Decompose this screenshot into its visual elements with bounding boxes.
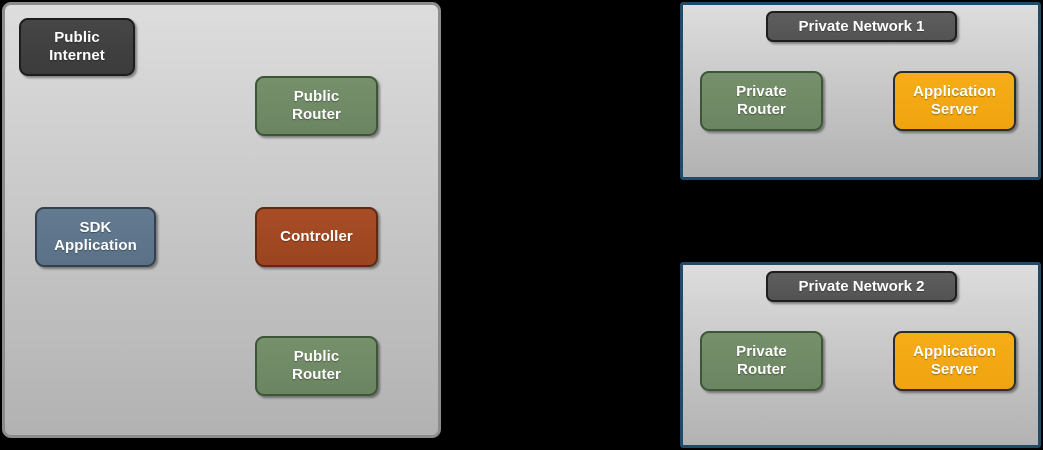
- node-public-internet-label: Public Internet: [49, 28, 105, 64]
- public-network-panel[interactable]: Public Internet Public Router SDK Applic…: [2, 2, 441, 438]
- private-network-1-panel[interactable]: Private Network 1 Private Router Applica…: [680, 2, 1041, 180]
- node-application-server-1-label: Application Server: [913, 82, 996, 118]
- node-controller[interactable]: Controller: [255, 207, 378, 267]
- private-network-1-title: Private Network 1: [766, 11, 957, 42]
- node-sdk-application-label: SDK Application: [54, 218, 137, 254]
- node-application-server-2[interactable]: Application Server: [893, 331, 1016, 391]
- node-controller-label: Controller: [280, 227, 353, 245]
- node-public-router-bottom-label: Public Router: [292, 347, 341, 383]
- node-public-router-top[interactable]: Public Router: [255, 76, 378, 136]
- node-private-router-2[interactable]: Private Router: [700, 331, 823, 391]
- node-private-router-2-label: Private Router: [736, 342, 787, 378]
- private-network-2-title: Private Network 2: [766, 271, 957, 302]
- node-private-router-1[interactable]: Private Router: [700, 71, 823, 131]
- node-private-router-1-label: Private Router: [736, 82, 787, 118]
- node-public-internet[interactable]: Public Internet: [19, 18, 135, 76]
- node-application-server-2-label: Application Server: [913, 342, 996, 378]
- node-public-router-bottom[interactable]: Public Router: [255, 336, 378, 396]
- node-public-router-top-label: Public Router: [292, 87, 341, 123]
- private-network-2-panel[interactable]: Private Network 2 Private Router Applica…: [680, 262, 1041, 448]
- node-sdk-application[interactable]: SDK Application: [35, 207, 156, 267]
- node-application-server-1[interactable]: Application Server: [893, 71, 1016, 131]
